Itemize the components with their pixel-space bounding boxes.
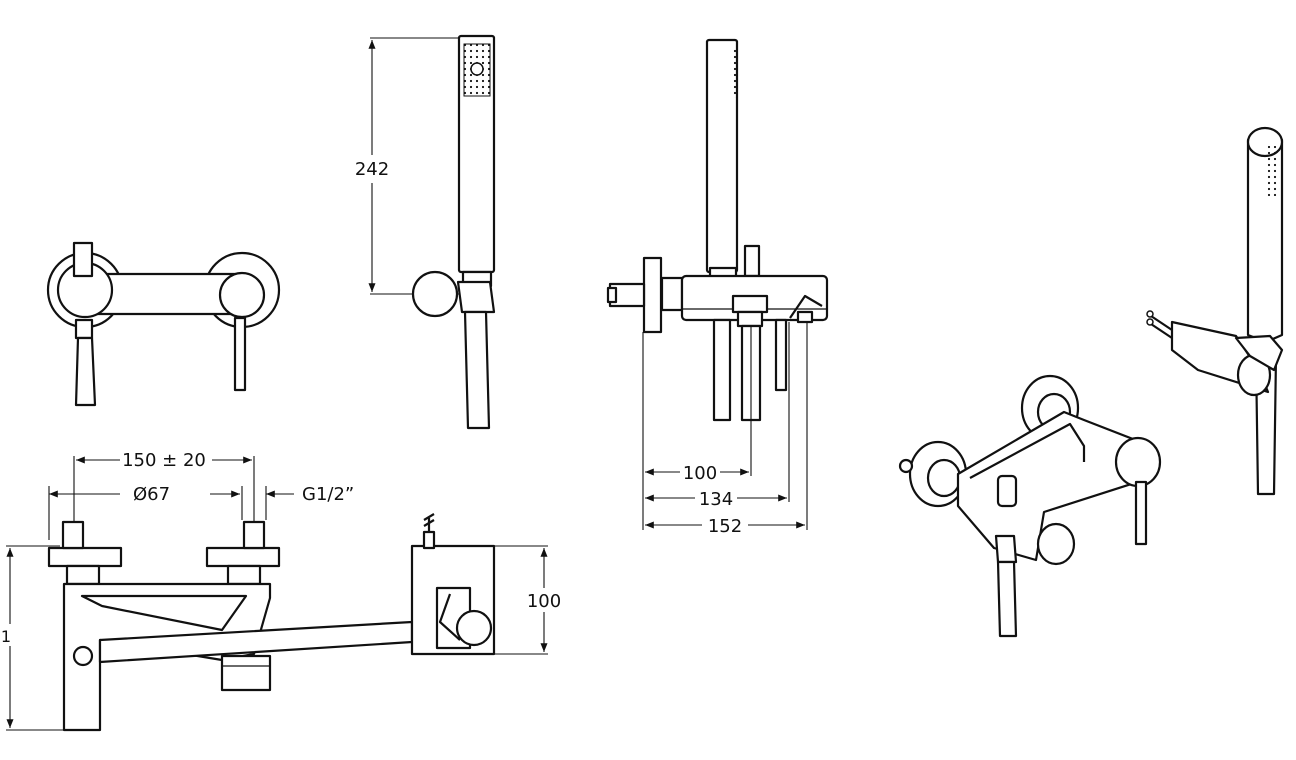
mixer-iso-view [898, 374, 1162, 638]
handshower-iso-view [1146, 126, 1284, 496]
dim-wall-label: 100 [527, 591, 561, 612]
dim-171-label: 171 [0, 627, 11, 646]
dim-134-label: 134 [699, 489, 733, 510]
dim-152-label: 152 [708, 516, 742, 537]
dim-thread-label: G1/2” [302, 484, 354, 505]
dim-242-label: 242 [355, 159, 389, 180]
front-view [46, 241, 281, 407]
mixer-side-view: 100 134 152 [606, 38, 829, 537]
dim-100-label: 100 [683, 463, 717, 484]
plan-view: 150 ± 20 Ø67 G1/2” 171 [0, 448, 566, 732]
handshower-side-view: 242 [352, 34, 496, 430]
dim-diameter-label: Ø67 [133, 484, 170, 505]
dim-centers-label: 150 ± 20 [122, 450, 206, 471]
